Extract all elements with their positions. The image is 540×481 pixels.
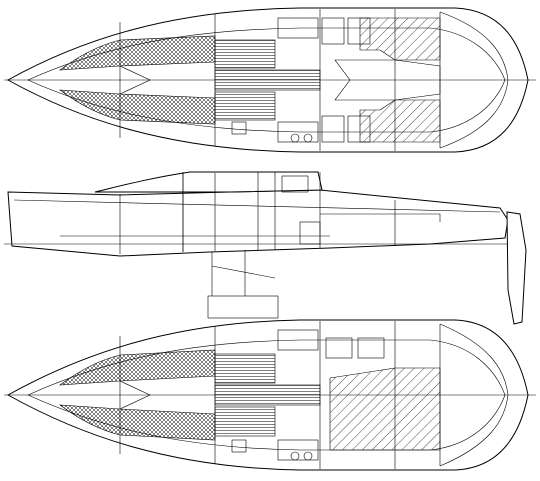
nav-station-top	[277, 17, 319, 39]
sheer-line-profile	[13, 199, 501, 213]
sink-bottom	[231, 439, 247, 453]
sink-top	[231, 121, 247, 135]
saloon-sole-top	[214, 69, 321, 91]
deckhouse-profile	[94, 171, 323, 193]
stove-burner-2-bottom	[303, 451, 313, 461]
hatch-stbd-fwd-top	[321, 115, 345, 143]
cockpit-well-top	[334, 59, 441, 101]
cockpit-floor-profile	[320, 213, 441, 222]
v-berth-top	[119, 65, 151, 95]
hatch-port-fwd-top	[321, 17, 345, 45]
v-berth-bottom	[119, 380, 151, 410]
transom-bottom	[439, 323, 509, 467]
galley-bottom	[277, 439, 319, 461]
transom-top	[439, 11, 509, 149]
engine-profile	[299, 221, 321, 245]
cockpit-seat-bottom	[329, 367, 441, 451]
saloon-settee-port-top	[214, 39, 276, 69]
stove-burner-1-bottom	[290, 451, 300, 461]
hatch-port-aft-bottom	[357, 337, 385, 359]
saloon-settee-stbd-top	[214, 91, 276, 121]
rudder	[506, 211, 527, 325]
saloon-sole-bottom	[214, 384, 321, 406]
stove-burner-2-top	[303, 133, 313, 143]
keel-fin	[211, 265, 276, 279]
stove-burner-1-top	[290, 133, 300, 143]
galley-top	[277, 121, 319, 143]
saloon-settee-port-bottom	[214, 353, 276, 384]
profile-view	[4, 171, 527, 325]
hatch-port-fwd-bottom	[325, 337, 353, 359]
saloon-settee-stbd-bottom	[214, 406, 276, 437]
plan-view-top	[4, 7, 536, 153]
plan-view-bottom	[4, 319, 536, 471]
companionway-profile	[281, 175, 309, 193]
nav-station-bottom	[277, 329, 319, 351]
keel-bulb	[207, 295, 279, 319]
